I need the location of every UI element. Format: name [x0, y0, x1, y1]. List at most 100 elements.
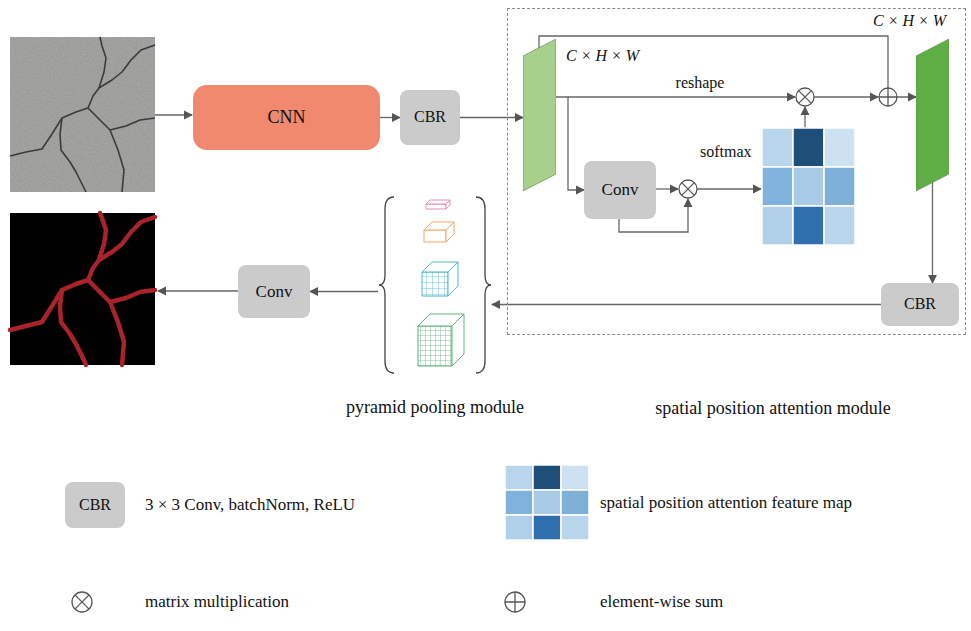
operator-symbols	[679, 88, 897, 198]
pooling-cubes	[418, 200, 464, 366]
grid-cell	[793, 128, 824, 167]
grid-cell	[533, 490, 561, 515]
legend-grid-sample	[505, 465, 589, 540]
cbr-box: CBR	[400, 90, 460, 145]
feature-map-shape	[916, 39, 949, 191]
segmented-cracks	[10, 213, 155, 365]
cube-side	[448, 262, 458, 296]
crack-mask	[99, 213, 106, 260]
softmax-wire	[697, 188, 761, 189]
legend-box-text: CBR	[79, 496, 111, 514]
crack-line	[88, 108, 155, 130]
input-image	[10, 37, 155, 192]
pool-cube	[418, 314, 464, 366]
cube-front	[418, 326, 452, 366]
cube-front	[422, 272, 448, 296]
sum-plus	[879, 88, 897, 106]
crack-mask	[60, 290, 86, 365]
legend-text: matrix multiplication	[145, 592, 289, 612]
grid-cell	[824, 206, 855, 245]
conv-wire	[655, 188, 678, 189]
node-label: CBR	[904, 295, 936, 313]
multiply-cross	[799, 91, 812, 104]
cube-front	[424, 230, 446, 242]
sum-symbol	[879, 88, 897, 106]
sum-circle	[879, 88, 897, 106]
backbone-box: CNN	[193, 85, 380, 150]
pyramid-pooling-bracket: pyramid pooling module	[378, 195, 492, 375]
conv-box: Conv	[238, 265, 310, 318]
product-wire	[814, 96, 878, 97]
cbr-box: CBR	[881, 283, 959, 326]
connector	[380, 117, 400, 118]
attention-grid	[762, 128, 855, 245]
conv-box: Conv	[584, 161, 656, 219]
multiply-circle	[72, 592, 92, 612]
left-brace	[379, 197, 394, 373]
multiply-circle	[679, 180, 697, 198]
crack-line	[99, 37, 106, 88]
node-label: C × H × W	[566, 47, 639, 65]
sum-plus	[505, 592, 525, 612]
bracket-shape	[378, 195, 492, 375]
cube-side	[452, 314, 464, 366]
node-label: CBR	[414, 108, 446, 126]
grid-cell	[505, 490, 533, 515]
node-label: Conv	[602, 180, 639, 200]
operation-label: reshape	[676, 74, 725, 92]
crack-mask	[88, 280, 155, 302]
grid-cell	[762, 167, 793, 206]
node-label: spatial position attention module	[655, 398, 890, 419]
node-label: Conv	[256, 282, 293, 302]
crack-mask	[10, 217, 155, 330]
grid-cell	[533, 515, 561, 540]
legend-samples	[65, 465, 589, 612]
crack-lines	[10, 37, 155, 192]
image-ground	[10, 37, 155, 192]
node-label: C × H × W	[873, 12, 946, 30]
crack-line	[60, 118, 86, 192]
grid-cell	[561, 490, 589, 515]
grid-cell	[824, 128, 855, 167]
grid-cell	[793, 167, 824, 206]
feature-map: C × H × W	[523, 39, 556, 191]
grid-cell	[561, 465, 589, 490]
grid-cell	[533, 465, 561, 490]
legend-box-sample	[65, 482, 125, 528]
cube-front	[426, 204, 446, 209]
crack-mask	[110, 302, 124, 365]
pool-cube	[424, 222, 454, 242]
multiply-cross	[75, 595, 89, 609]
grid-cell	[561, 515, 589, 540]
grid-cell	[762, 206, 793, 245]
crack-line	[10, 45, 155, 156]
right-brace	[476, 197, 491, 373]
legend-sum-symbol	[505, 592, 525, 612]
grid-cell	[505, 515, 533, 540]
legend-text: element-wise sum	[600, 592, 723, 612]
output-arrow	[158, 290, 238, 291]
multiply-circle	[796, 88, 814, 106]
multiply-cross	[682, 183, 695, 196]
legend-text: spatial position attention feature map	[600, 493, 852, 513]
connector	[932, 182, 933, 283]
legend-text: 3 × 3 Conv, batchNorm, ReLU	[145, 495, 355, 515]
grid-cell	[824, 167, 855, 206]
image-ground	[10, 213, 155, 365]
grid-cell	[505, 465, 533, 490]
output-image	[10, 213, 155, 365]
connector	[460, 117, 523, 118]
multiply-symbol	[796, 88, 814, 106]
feature-map-shape	[523, 39, 556, 191]
pool-cube	[426, 200, 450, 209]
image-texture	[10, 37, 155, 192]
connector	[310, 291, 378, 292]
feature-map-sheet	[523, 39, 556, 191]
sum-circle	[505, 592, 525, 612]
connector	[492, 304, 881, 305]
cube-side	[446, 200, 450, 209]
connector	[556, 97, 584, 190]
grid-cell	[762, 128, 793, 167]
node-label: pyramid pooling module	[346, 397, 524, 418]
